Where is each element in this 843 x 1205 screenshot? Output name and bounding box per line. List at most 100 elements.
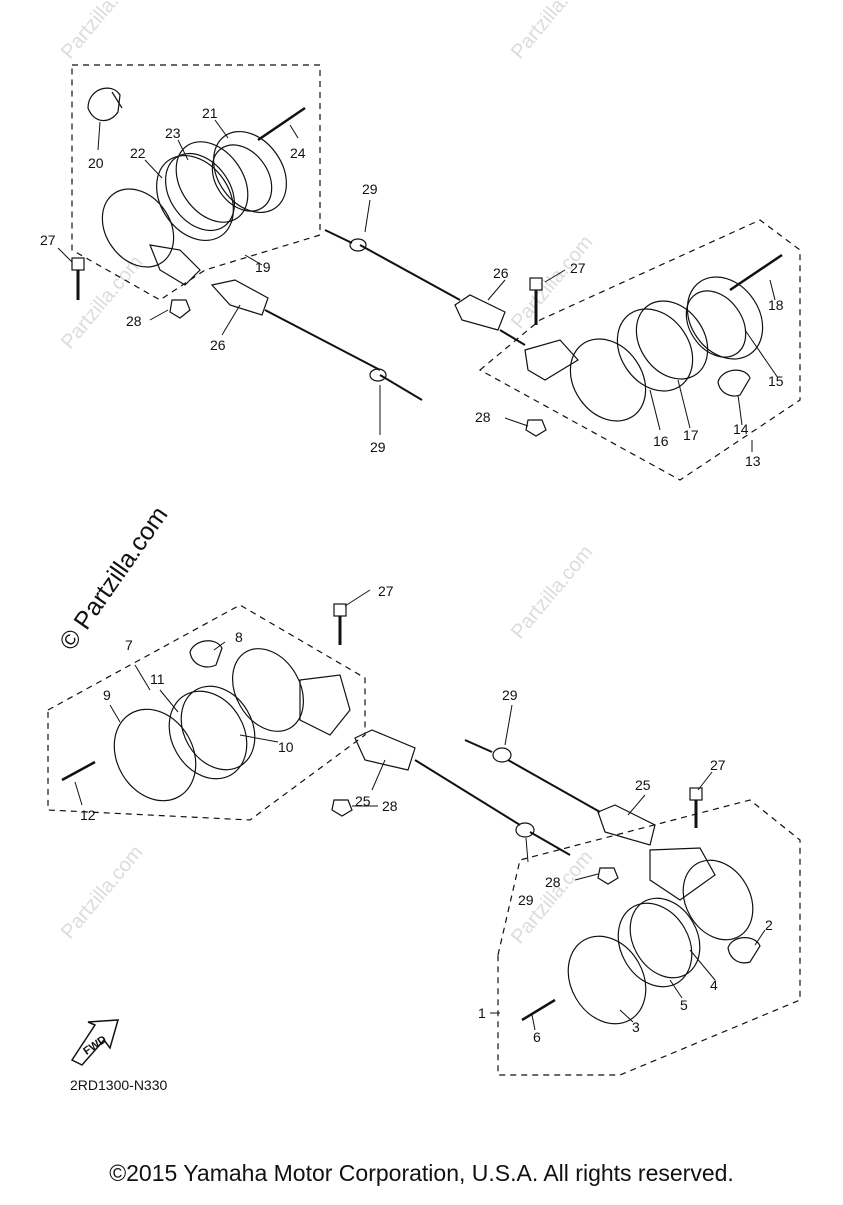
stem-26: [454, 294, 506, 331]
callout-23: 23: [165, 125, 181, 141]
callout-15: 15: [768, 373, 784, 389]
callout-6: 6: [533, 1029, 541, 1045]
watermark: Partzilla.com: [507, 0, 597, 63]
lens-3: [567, 935, 647, 1025]
callout-14: 14: [733, 421, 749, 437]
leader-lines: [57, 119, 779, 1031]
screw-18: [729, 253, 783, 292]
bulb-20: [87, 87, 123, 122]
callout-9: 9: [103, 687, 111, 703]
housing-13: [524, 339, 579, 381]
assembly-outline-19: [71, 64, 321, 301]
gasket-11: [168, 690, 248, 780]
screw-12: [61, 760, 96, 782]
grommet-29: [492, 747, 512, 763]
diagram-code: 2RD1300-N330: [70, 1077, 167, 1093]
housing-7: [232, 648, 304, 732]
callout-12: 12: [80, 807, 96, 823]
callout-29: 29: [362, 181, 378, 197]
stem-26: [210, 279, 269, 316]
callout-13: 13: [745, 453, 761, 469]
gasket-22: [156, 154, 234, 242]
bulb-8: [189, 640, 223, 668]
callout-24: 24: [290, 145, 306, 161]
callout-26: 26: [210, 337, 226, 353]
callout-1: 1: [478, 1005, 486, 1021]
callout-18: 18: [768, 297, 784, 313]
callout-29: 29: [502, 687, 518, 703]
gasket-16: [616, 308, 694, 392]
assembly-outline-13: [478, 219, 801, 481]
callout-25: 25: [355, 793, 371, 809]
callout-28: 28: [382, 798, 398, 814]
watermark-main: © Partzilla.com: [54, 501, 174, 655]
callout-27: 27: [570, 260, 586, 276]
callout-28: 28: [545, 874, 561, 890]
callout-28: 28: [126, 313, 142, 329]
callout-7: 7: [125, 637, 133, 653]
lens-9: [113, 708, 197, 802]
fwd-label: FWD: [81, 1034, 108, 1058]
callout-27: 27: [40, 232, 56, 248]
callout-28: 28: [475, 409, 491, 425]
copyright-notice: ©2015 Yamaha Motor Corporation, U.S.A. A…: [109, 1160, 734, 1186]
callout-11: 11: [150, 671, 165, 687]
callout-2: 2: [765, 917, 773, 933]
callout-labels: 20 21 23 22 24 19 27 28 26 29 29 26 27 1…: [40, 105, 784, 1045]
watermark: Partzilla.com: [507, 231, 597, 333]
gasket-4: [629, 897, 701, 979]
watermark: Partzilla.com: [57, 251, 147, 353]
watermark: Partzilla.com: [507, 541, 597, 643]
callout-4: 4: [710, 977, 718, 993]
callout-19: 19: [255, 259, 271, 275]
callout-27: 27: [710, 757, 726, 773]
callout-16: 16: [653, 433, 669, 449]
bolt-27: [333, 603, 347, 617]
stem-25: [354, 729, 416, 771]
screw-24: [257, 106, 306, 142]
gasket-5: [617, 902, 693, 988]
callout-20: 20: [88, 155, 104, 171]
watermark: Partzilla.com: [57, 841, 147, 943]
callout-8: 8: [235, 629, 243, 645]
callout-22: 22: [130, 145, 146, 161]
callout-17: 17: [683, 427, 699, 443]
callout-26: 26: [493, 265, 509, 281]
callout-3: 3: [632, 1019, 640, 1035]
bolt-27: [71, 257, 85, 271]
watermark: Partzilla.com: [57, 0, 147, 63]
callout-5: 5: [680, 997, 688, 1013]
grommet-29: [515, 822, 535, 838]
bulb-14: [717, 369, 751, 397]
nut-28: [169, 299, 191, 319]
watermarks: Partzilla.com Partzilla.com Partzilla.co…: [57, 0, 597, 948]
assembly-outline-7: [47, 604, 366, 821]
nut-28: [525, 419, 547, 437]
callout-10: 10: [278, 739, 294, 755]
stem-25: [597, 804, 656, 846]
assembly-outline-1: [497, 799, 801, 1076]
screw-6: [521, 998, 556, 1022]
callout-25: 25: [635, 777, 651, 793]
callout-27: 27: [378, 583, 394, 599]
bulb-2: [727, 937, 761, 964]
gasket-10: [180, 685, 256, 771]
callout-21: 21: [202, 105, 218, 121]
gasket-17: [635, 300, 709, 380]
housing-1: [682, 859, 754, 941]
callout-29: 29: [370, 439, 386, 455]
gasket-23: [175, 141, 249, 223]
nut-28: [331, 799, 353, 817]
bolt-27: [689, 787, 703, 801]
rim-15: [686, 276, 764, 360]
rim-21: [213, 130, 287, 214]
lens-16: [569, 338, 647, 422]
lens-22: [101, 188, 175, 268]
grommet-29: [349, 238, 367, 252]
fwd-arrow-icon: [70, 1019, 120, 1066]
nut-28: [597, 867, 619, 885]
housing-19: [149, 244, 201, 286]
callout-29: 29: [518, 892, 534, 908]
